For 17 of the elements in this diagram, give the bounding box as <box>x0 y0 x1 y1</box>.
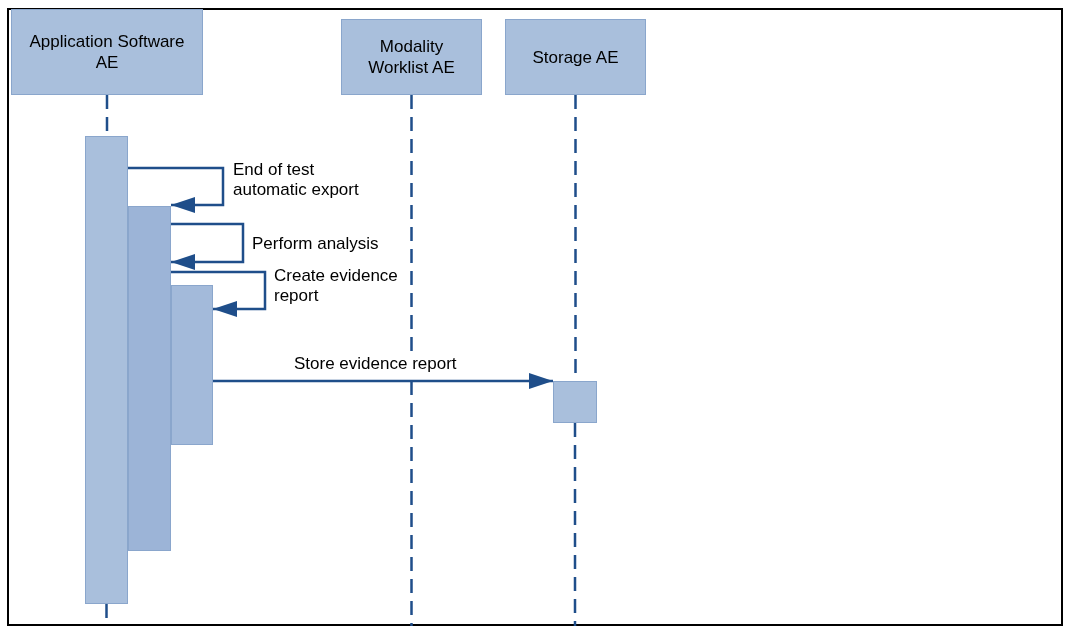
activation-bar <box>85 136 128 604</box>
message-arrow <box>171 222 245 270</box>
activation-bar <box>553 381 597 423</box>
lifeline <box>410 95 413 626</box>
activation-bar <box>171 285 213 445</box>
lifeline-header-box: Application Software AE <box>11 9 203 95</box>
edge-label: Store evidence report <box>292 354 459 374</box>
lifeline-header-box: Modality Worklist AE <box>341 19 482 95</box>
message-arrow <box>128 166 225 213</box>
activation-bar <box>128 206 171 551</box>
message-arrow <box>213 373 553 389</box>
lifeline-header-box: Storage AE <box>505 19 646 95</box>
lifeline <box>573 423 577 626</box>
edge-label: End of test automatic export <box>233 160 360 200</box>
edge-label: Create evidence report <box>274 266 399 306</box>
edge-label: Perform analysis <box>252 234 380 254</box>
message-arrow <box>171 270 267 317</box>
